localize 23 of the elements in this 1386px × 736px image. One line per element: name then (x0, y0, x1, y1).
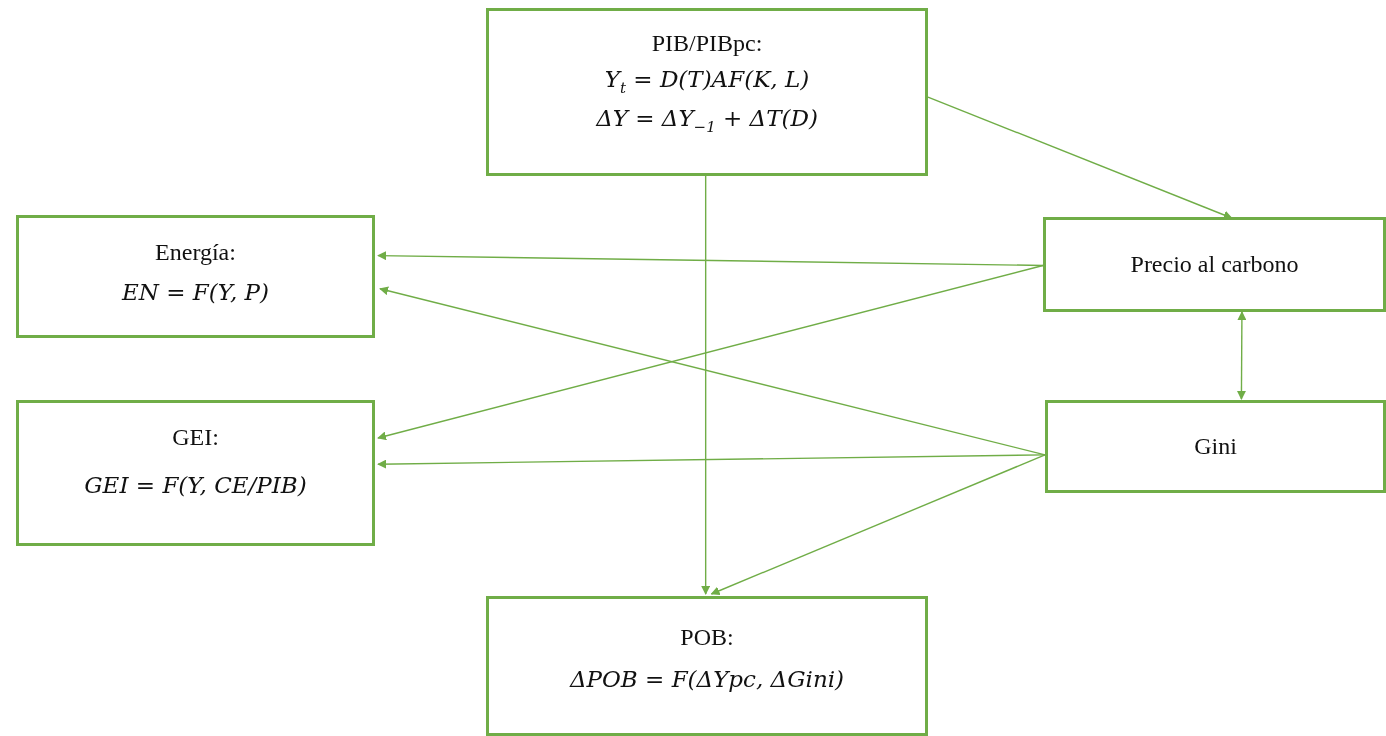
process-box (1045, 400, 1386, 493)
formula: ΔPOB = F(ΔYpc, ΔGini) (569, 665, 845, 694)
box-heading: Energía: (155, 238, 236, 267)
arrow (1236, 311, 1247, 400)
arrow (377, 454, 1046, 469)
arrow (710, 454, 1046, 596)
box-heading: Precio al carbono (1130, 250, 1299, 279)
process-box (16, 400, 375, 546)
process-box (1043, 217, 1386, 312)
process-box (486, 8, 928, 176)
arrow (377, 264, 1044, 441)
formula: ΔY = ΔY$_{−1}$ + ΔT(D) (596, 105, 818, 137)
formula: EN = F(Y, P) (122, 278, 269, 307)
box-heading: PIB/PIBpc: (651, 29, 763, 58)
box-heading: GEI: (172, 423, 219, 452)
formula: GEI = F(Y, CE/PIB) (84, 471, 307, 500)
arrow (927, 96, 1233, 220)
formula: Y$_{t}$ = D(T)AF(K, L) (604, 65, 810, 98)
process-box (16, 215, 375, 338)
arrow (701, 175, 711, 595)
process-box (486, 596, 928, 736)
box-heading: POB: (680, 623, 734, 652)
box-heading: Gini (1194, 432, 1237, 461)
